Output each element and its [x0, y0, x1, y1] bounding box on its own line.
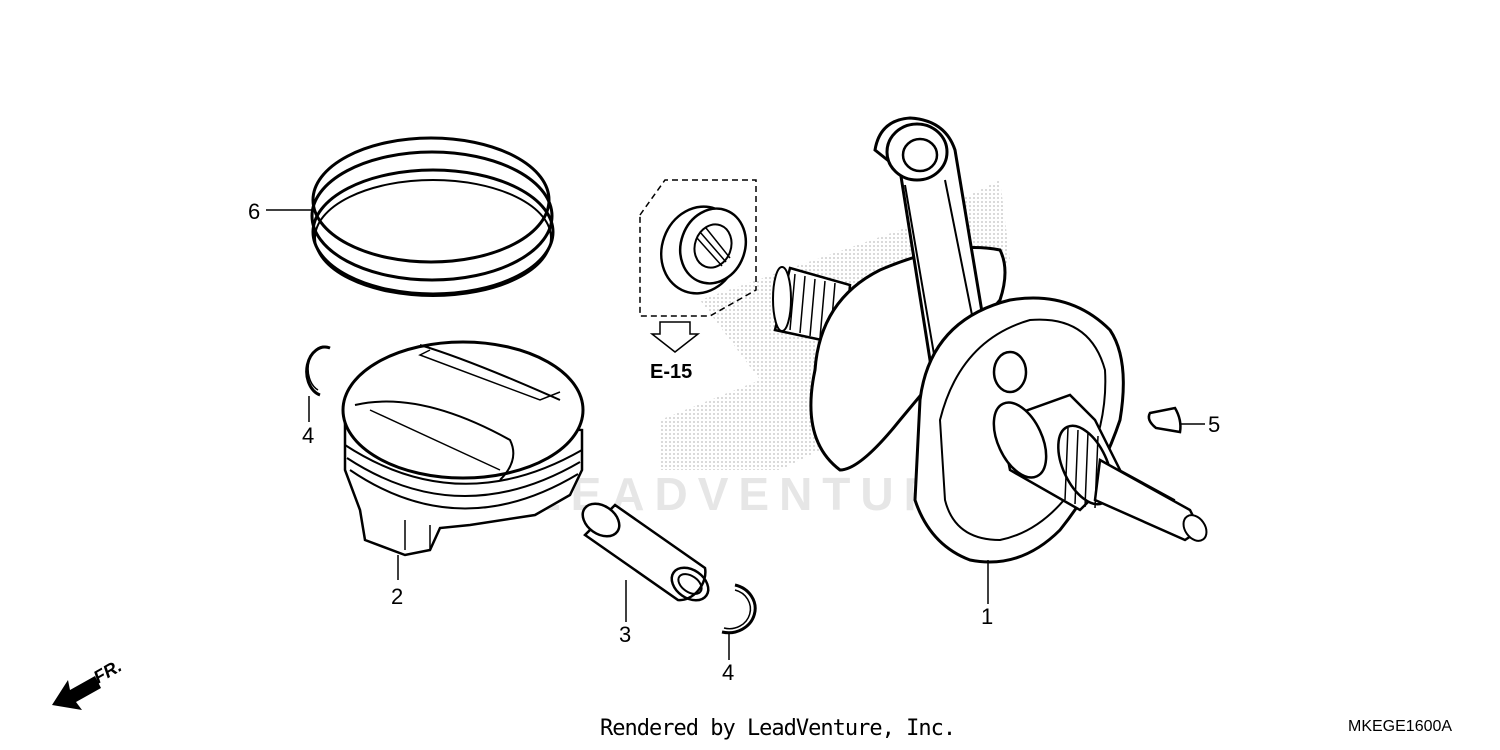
piston-ring-set[interactable]: [310, 136, 555, 297]
reference-arrow-icon: [649, 321, 701, 353]
piston-pin-clip-right[interactable]: [721, 583, 757, 635]
callout-5: 5: [1208, 412, 1220, 437]
piston-pin[interactable]: [577, 497, 715, 607]
callout-2: 2: [391, 584, 403, 609]
piston[interactable]: [341, 340, 585, 557]
callout-4-right: 4: [722, 660, 734, 685]
bearing-reference-box[interactable]: [639, 179, 757, 317]
crankshaft[interactable]: [772, 116, 1211, 564]
reference-label[interactable]: E-15: [650, 361, 692, 383]
callout-3: 3: [619, 622, 631, 647]
callout-1: 1: [981, 604, 993, 629]
front-direction-arrow-icon: [52, 676, 101, 710]
piston-pin-clip-left[interactable]: [305, 345, 331, 397]
woodruff-key[interactable]: [1147, 406, 1182, 434]
callout-4-left: 4: [302, 423, 314, 448]
diagram-code: MKEGE1600A: [1348, 718, 1453, 735]
callout-6: 6: [248, 199, 260, 224]
credit-text: Rendered by LeadVenture, Inc.: [600, 716, 956, 741]
